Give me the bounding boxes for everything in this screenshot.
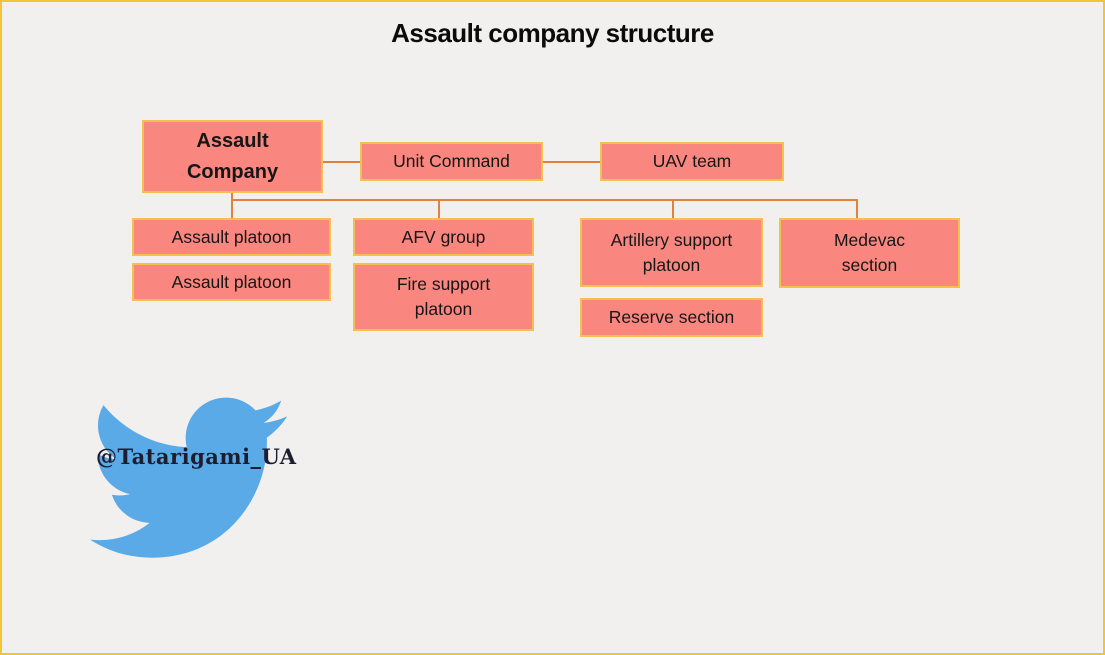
twitter-bird-icon	[90, 397, 287, 558]
node-assault-company: Assault Company	[142, 120, 323, 193]
node-assault-platoon-1: Assault platoon	[132, 218, 331, 256]
node-uav-team: UAV team	[600, 142, 784, 181]
edge-unit-command-to-uav-team	[543, 161, 600, 163]
node-reserve-section: Reserve section	[580, 298, 763, 337]
edge-root-drop	[231, 192, 233, 201]
edge-root-to-unit-command	[323, 161, 360, 163]
node-artillery-support-platoon: Artillery support platoon	[580, 218, 763, 287]
twitter-handle-watermark: @Tatarigami_UA	[96, 444, 297, 469]
node-assault-platoon-2: Assault platoon	[132, 263, 331, 301]
node-fire-support-platoon: Fire support platoon	[353, 263, 534, 331]
node-unit-command: Unit Command	[360, 142, 543, 181]
edge-row-horizontal	[231, 199, 858, 201]
node-afv-group: AFV group	[353, 218, 534, 256]
edge-drop-column-1	[231, 199, 233, 219]
edge-drop-column-2	[438, 199, 440, 219]
node-medevac-section: Medevac section	[779, 218, 960, 288]
edge-drop-column-4	[856, 199, 858, 219]
edge-drop-column-3	[672, 199, 674, 219]
page-title: Assault company structure	[391, 18, 714, 48]
